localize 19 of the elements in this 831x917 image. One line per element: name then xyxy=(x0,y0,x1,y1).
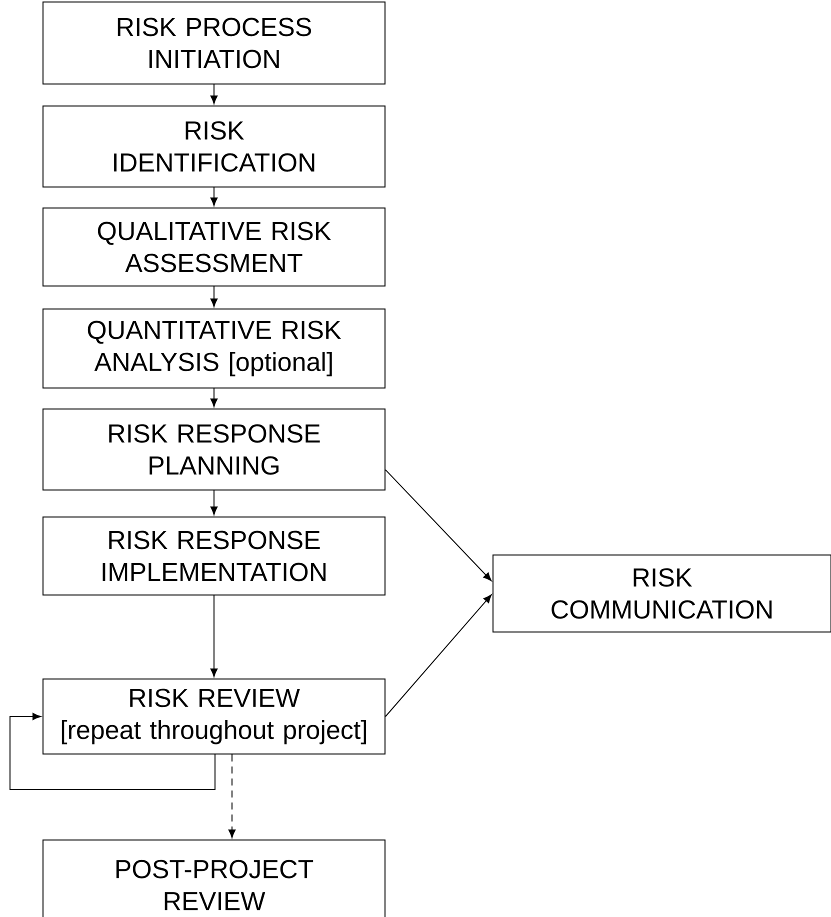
arrow xyxy=(210,595,218,678)
arrow xyxy=(228,754,236,838)
process-box: RISK REVIEW [repeat throughout project] xyxy=(42,678,386,754)
arrow xyxy=(210,84,218,104)
arrow xyxy=(385,469,492,582)
process-box: RISK IDENTIFICATION xyxy=(42,106,386,188)
arrow xyxy=(210,187,218,206)
process-box: RISK COMMUNICATION xyxy=(492,554,831,632)
process-box: QUANTITATIVE RISK ANALYSIS [optional] xyxy=(42,308,386,388)
process-box: RISK RESPONSE IMPLEMENTATION xyxy=(42,516,386,596)
process-box: RISK PROCESS INITIATION xyxy=(42,2,386,84)
arrow xyxy=(210,490,218,516)
arrow xyxy=(210,286,218,308)
process-box: QUALITATIVE RISK ASSESSMENT xyxy=(42,208,386,286)
process-box: RISK RESPONSE PLANNING xyxy=(42,408,386,490)
arrow xyxy=(210,388,218,408)
arrow xyxy=(385,594,492,717)
process-box: POST-PROJECT REVIEW xyxy=(42,840,386,917)
arrow xyxy=(10,712,216,790)
